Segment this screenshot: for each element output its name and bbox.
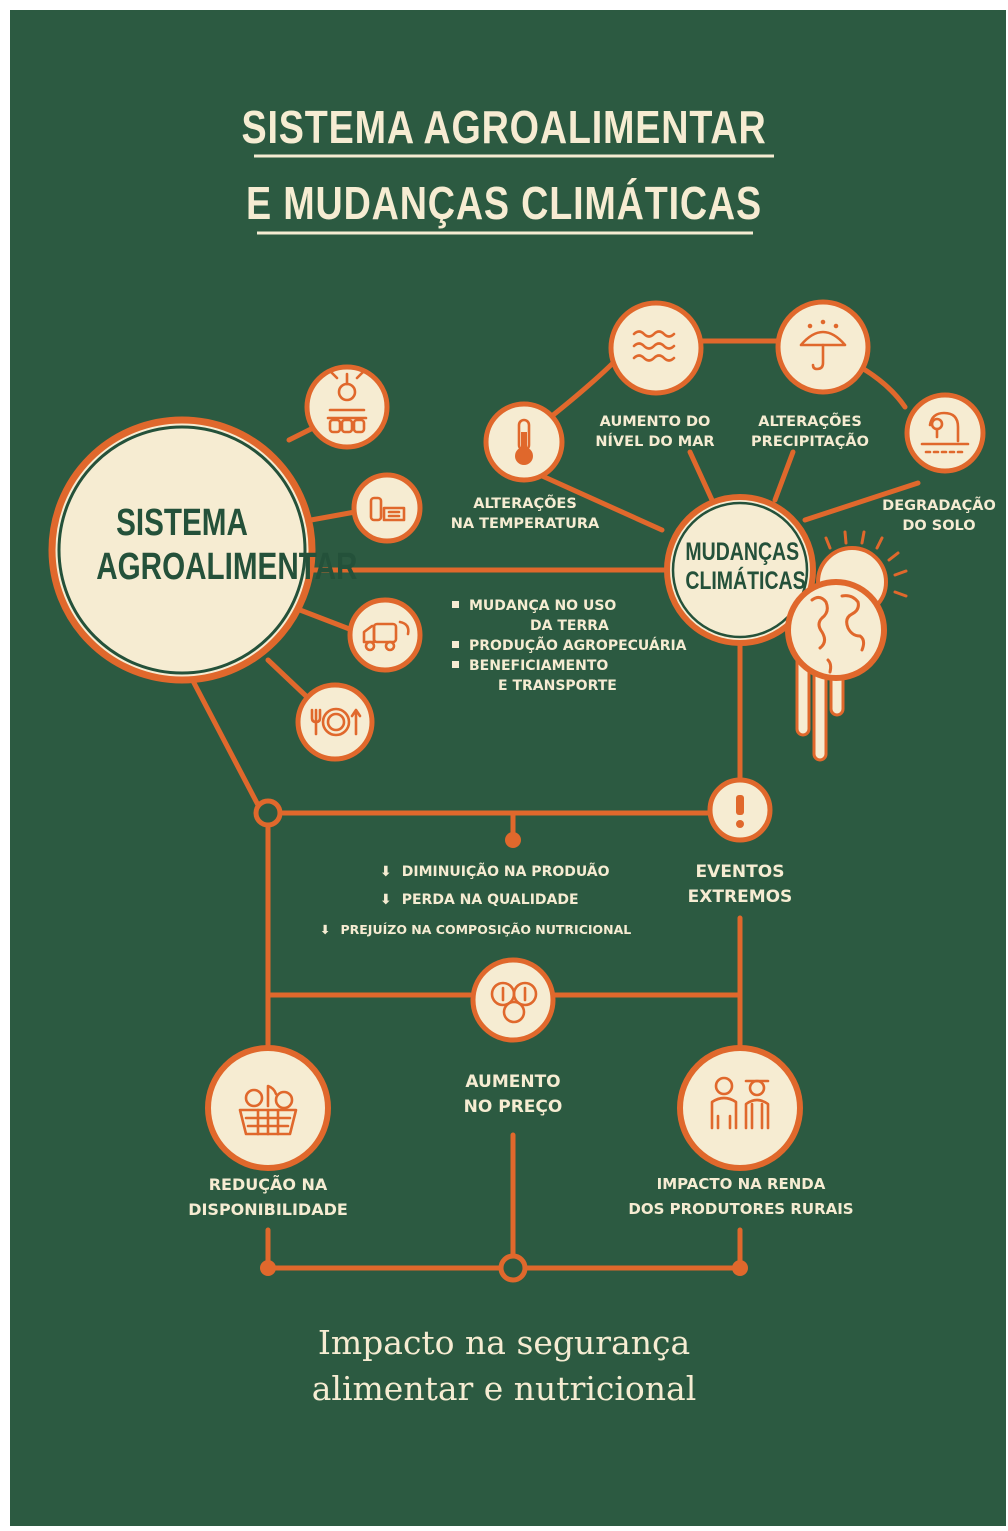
emissions-item-production: PRODUÇÃO AGROPECUÁRIA bbox=[469, 638, 687, 654]
footer-line1: Impacto na segurança bbox=[317, 1323, 691, 1362]
decrease-item-nutrition: ⬇PREJUÍZO NA COMPOSIÇÃO NUTRICIONAL bbox=[320, 916, 631, 944]
junctions bbox=[253, 798, 748, 1283]
umbrella-icon bbox=[799, 319, 847, 371]
climate-node bbox=[664, 494, 816, 646]
emissions-item-processing-cont: E TRANSPORTE bbox=[498, 678, 617, 694]
title-underlines bbox=[254, 154, 774, 235]
truck-icon bbox=[362, 620, 410, 652]
emissions-item-land-use: MUDANÇA NO USO bbox=[469, 598, 617, 614]
down-arrow-icon: ⬇ bbox=[320, 922, 331, 937]
down-arrow-icon: ⬇ bbox=[380, 864, 392, 880]
decrease-item-quality: ⬇PERDA NA QUALIDADE bbox=[380, 886, 579, 914]
climate-node-label: MUDANÇAS CLIMÁTICAS bbox=[685, 538, 805, 596]
melting-globe-icon bbox=[785, 579, 887, 762]
footer-line2: alimentar e nutricional bbox=[311, 1369, 697, 1408]
decrease-item-production: ⬇DIMINUIÇÃO NA PRODUÃO bbox=[380, 858, 610, 886]
agro-node-label: SISTEMA AGROALIMENTAR bbox=[96, 502, 357, 589]
small-nodes bbox=[205, 299, 986, 1171]
connector-lines bbox=[179, 338, 921, 1271]
emissions-list: MUDANÇA NO USO DA TERRA PRODUÇÃO AGROPEC… bbox=[452, 596, 687, 696]
livestock-icon bbox=[326, 370, 368, 434]
waves-icon bbox=[632, 330, 676, 362]
emissions-item-land-use-cont: DA TERRA bbox=[530, 618, 609, 634]
climate-node-line2: CLIMÁTICAS bbox=[685, 566, 806, 595]
basket-icon bbox=[238, 1084, 298, 1136]
page-title-line2: E MUDANÇAS CLIMÁTICAS bbox=[246, 177, 762, 229]
agro-node-line2: AGROALIMENTAR bbox=[96, 545, 358, 588]
agro-node bbox=[48, 416, 316, 684]
soil-icon bbox=[920, 411, 970, 454]
factory-icon bbox=[369, 496, 406, 522]
coins-icon bbox=[490, 981, 538, 1024]
emissions-item-processing: BENEFICIAMENTO bbox=[469, 658, 609, 674]
down-arrow-icon: ⬇ bbox=[380, 892, 392, 908]
page-title-line1: SISTEMA AGROALIMENTAR bbox=[241, 101, 767, 153]
farmers-icon bbox=[710, 1076, 770, 1130]
thermometer-icon bbox=[515, 418, 533, 465]
plate-icon bbox=[310, 707, 362, 737]
alert-icon bbox=[736, 795, 744, 828]
climate-node-line1: MUDANÇAS bbox=[685, 538, 800, 566]
agro-node-line1: SISTEMA bbox=[116, 502, 248, 544]
